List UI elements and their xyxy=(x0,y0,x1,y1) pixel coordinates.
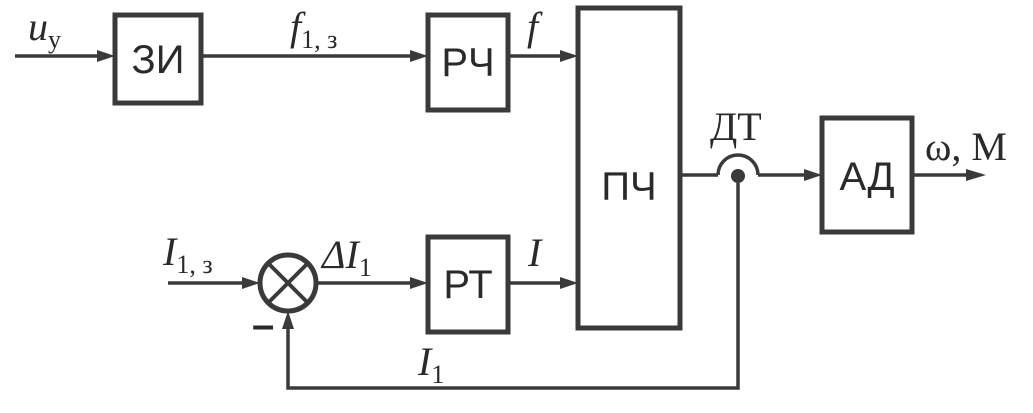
current-sensor-loop xyxy=(716,153,760,176)
arrow-into-zi xyxy=(97,50,115,62)
arrow-into-ad xyxy=(804,169,822,181)
arrow-into-sum xyxy=(242,277,260,289)
block-pch xyxy=(575,5,683,331)
signal-i-feedback-label: I1 xyxy=(417,339,444,389)
arrow-output xyxy=(966,169,986,181)
block-ad-label: АД xyxy=(839,155,894,199)
block-rt-label: РТ xyxy=(443,263,492,307)
current-sensor-dot xyxy=(731,169,745,183)
signal-i-label: I xyxy=(527,230,543,275)
block-ad xyxy=(819,115,915,235)
signal-f-set-label: f1, з xyxy=(290,4,337,54)
block-zi-label: ЗИ xyxy=(132,38,185,82)
arrow-into-rch xyxy=(410,50,428,62)
sensor-label: ДТ xyxy=(710,104,762,149)
summing-minus-sign: – xyxy=(252,303,274,347)
wire-feedback xyxy=(286,183,740,390)
output-label: ω, М xyxy=(925,124,1007,169)
arrow-feedback-into-sum xyxy=(282,311,294,329)
block-zi xyxy=(112,12,204,106)
summing-cross-2 xyxy=(266,261,310,305)
block-rch xyxy=(425,12,511,113)
signal-f-label: f xyxy=(527,4,543,49)
block-pch-label: ПЧ xyxy=(601,165,656,209)
signal-delta-i-label: ΔI1 xyxy=(320,232,372,282)
signal-u-label: uу xyxy=(28,4,61,54)
arrow-into-rt xyxy=(410,277,428,289)
signal-i-set-label: I1, з xyxy=(162,229,213,279)
arrow-into-pch-top xyxy=(560,50,578,62)
arrow-into-pch-bottom xyxy=(560,277,578,289)
block-rch-label: РЧ xyxy=(441,41,494,85)
